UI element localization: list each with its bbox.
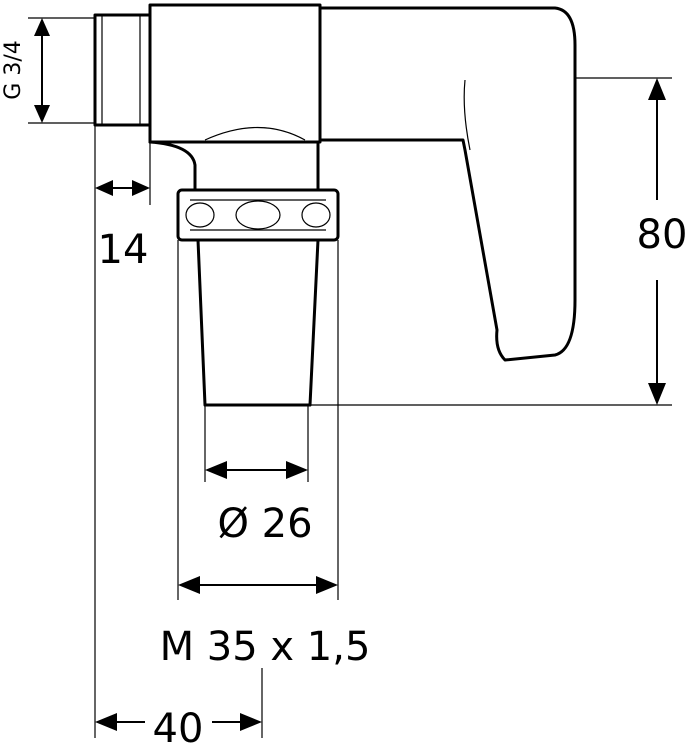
- thread-label: G 3/4: [1, 40, 26, 99]
- dimension-40: 40: [95, 706, 262, 750]
- dimension-26: Ø 26: [205, 461, 313, 547]
- extension-lines: [28, 17, 672, 738]
- offset-label: 40: [153, 706, 204, 750]
- dimension-80: 80: [637, 78, 688, 405]
- dimension-g34: G 3/4: [1, 18, 50, 123]
- valve-body: [93, 3, 577, 407]
- dimension-14: 14: [95, 180, 150, 273]
- nut-thread-label: M 35 x 1,5: [160, 624, 371, 670]
- diameter-label: Ø 26: [217, 501, 312, 547]
- nipple-length-label: 14: [98, 227, 149, 273]
- height-label: 80: [637, 212, 688, 258]
- dimension-m35: M 35 x 1,5: [160, 576, 371, 670]
